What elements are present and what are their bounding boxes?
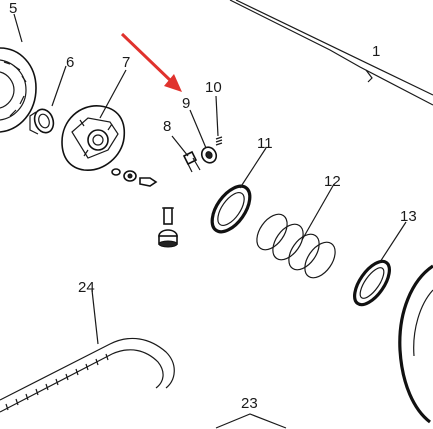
label-part-6: 6: [66, 54, 74, 71]
callout-arrow: [120, 32, 182, 92]
part-6-bushing: [29, 108, 55, 135]
label-part-10: 10: [205, 79, 222, 96]
leader-lines: [13, 13, 407, 429]
part-8-screw: [182, 150, 201, 173]
label-part-8: 8: [163, 118, 171, 135]
part-5-pulley: [0, 47, 37, 133]
part-pin-roller: [158, 207, 178, 248]
part-12-spring: [256, 213, 336, 279]
label-part-11: 11: [257, 135, 273, 152]
part-11-seal: [210, 184, 252, 234]
part-spider-washers: [111, 168, 158, 187]
label-part-12: 12: [324, 173, 341, 190]
label-part-13: 13: [400, 208, 417, 225]
housing-outline: [229, 0, 433, 106]
label-part-5: 5: [9, 0, 17, 17]
label-part-7: 7: [122, 54, 130, 71]
part-13-seal: [353, 259, 391, 307]
label-part-1: 1: [372, 43, 380, 60]
driven-pulley: [398, 264, 433, 424]
part-10-spring: [215, 136, 223, 146]
part-24-belt: [0, 337, 175, 413]
part-7-spider: [61, 105, 126, 171]
part-9-roller: [200, 146, 218, 164]
label-part-9: 9: [182, 95, 190, 112]
label-part-23: 23: [241, 395, 258, 412]
label-part-24: 24: [78, 279, 95, 296]
